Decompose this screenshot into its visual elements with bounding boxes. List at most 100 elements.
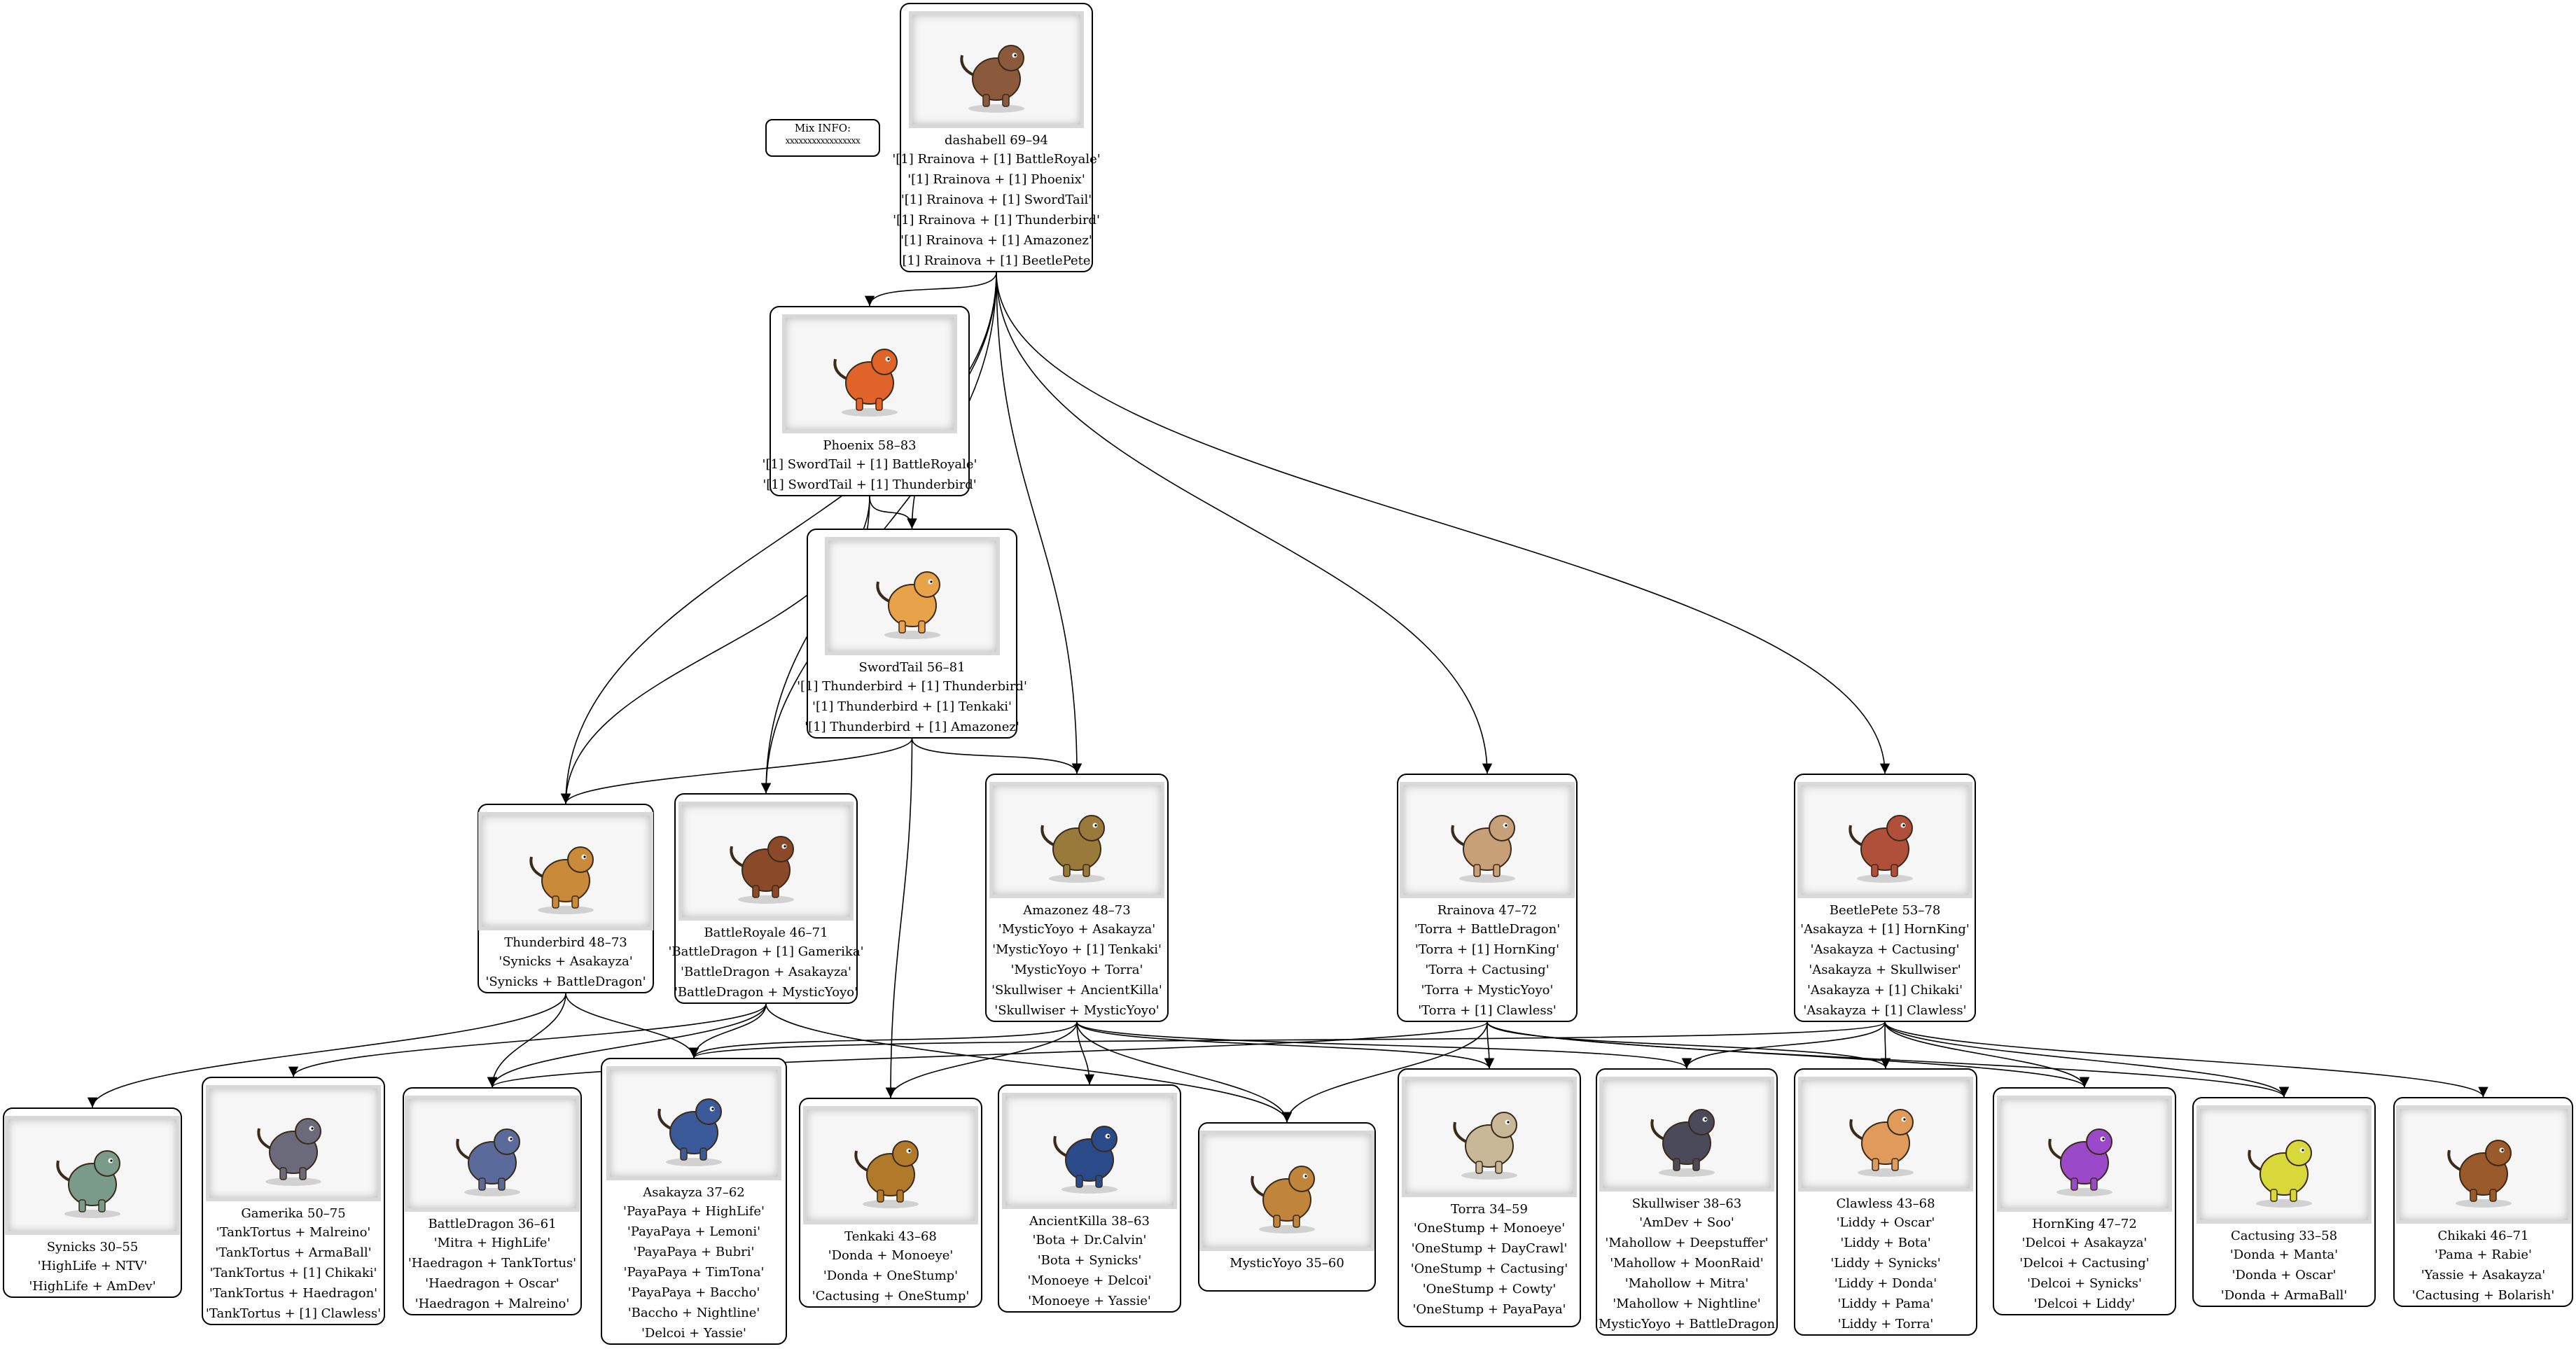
- breed-combo: 'Synicks + Asakayza': [499, 954, 633, 969]
- breed-combo: 'MysticYoyo + Asakayza': [998, 922, 1156, 937]
- breed-combo: 'Baccho + Nightline': [627, 1306, 760, 1320]
- edge-swordtail-to-tenkaki: [885, 738, 913, 1098]
- edge-amazonez-to-skullwiser: [1076, 1021, 1692, 1069]
- node-gamerika[interactable]: Gamerika 50–75'TankTortus + Malreino''Ta…: [202, 1077, 385, 1325]
- breed-combo: 'PayaPaya + HighLife': [623, 1204, 765, 1219]
- breed-combo: 'TankTortus + [1] Clawless': [205, 1306, 382, 1321]
- node-title: Chikaki 46–71: [2437, 1229, 2529, 1243]
- rrainova-monster-icon: [1400, 782, 1575, 898]
- breed-combo: 'TankTortus + Haedragon': [209, 1286, 378, 1301]
- breed-combo: 'Pama + Rabie': [2435, 1247, 2532, 1262]
- breed-combo: '[1] Thunderbird + [1] Amazonez': [805, 720, 1019, 734]
- breed-combo: 'Bota + Dr.Calvin': [1032, 1233, 1147, 1247]
- breed-combo: 'Torra + [1] Clawless': [1418, 1003, 1557, 1018]
- breed-combo: 'Monoeye + Delcoi': [1027, 1273, 1152, 1288]
- breed-combo: '[1] Rrainova + [1] Phoenix': [907, 172, 1085, 187]
- node-title: SwordTail 56–81: [858, 660, 966, 675]
- node-clawless[interactable]: Clawless 43–68'Liddy + Oscar''Liddy + Bo…: [1794, 1068, 1977, 1336]
- node-rrainova[interactable]: Rrainova 47–72 'Torra + BattleDragon' 'Tor…: [1397, 774, 1578, 1022]
- node-ancientkilla[interactable]: AncientKilla 38–63'Bota + Dr.Calvin''Bot…: [998, 1084, 1181, 1313]
- node-mysticyoyo[interactable]: MysticYoyo 35–60: [1198, 1122, 1376, 1292]
- node-thunderbird[interactable]: Thunderbird 48–73'Synicks + Asakayza''Sy…: [478, 804, 654, 993]
- breed-combo: '[1] Rrainova + [1] SwordTail': [900, 193, 1092, 207]
- node-title: BattleDragon 36–61: [428, 1217, 557, 1231]
- node-battledragon[interactable]: BattleDragon 36–61 'Mitra + HighLife' 'Hae…: [403, 1087, 582, 1315]
- breed-combo: 'Monoeye + Yassie': [1028, 1294, 1151, 1308]
- breed-combo: 'Donda + ArmaBall': [2220, 1288, 2348, 1303]
- node-title: Synicks 30–55: [46, 1240, 139, 1254]
- breed-combo: 'Delcoi + Yassie': [641, 1326, 747, 1341]
- node-amazonez[interactable]: Amazonez 48–73'MysticYoyo + Asakayza''My…: [985, 774, 1169, 1022]
- node-title: Clawless 43–68: [1836, 1196, 1935, 1211]
- node-phoenix[interactable]: Phoenix 58–83'[1] SwordTail + [1] Battle…: [763, 306, 977, 496]
- node-title: Rrainova 47–72: [1437, 903, 1538, 918]
- breed-combo: 'Torra + BattleDragon': [1414, 922, 1561, 937]
- mix-info-value: xxxxxxxxxxxxxxxxx: [785, 136, 861, 146]
- breed-combo: 'Delcoi + Liddy': [2033, 1296, 2136, 1311]
- breed-combo: 'HighLife + NTV': [37, 1259, 148, 1273]
- breed-combo: 'Donda + Manta': [2229, 1247, 2339, 1262]
- breed-combo: 'MysticYoyo + BattleDragon': [1594, 1317, 1779, 1331]
- breed-combo: '[1] Rrainova + [1] BattleRoyale': [892, 152, 1101, 167]
- breed-combo: '[1] Rrainova + [1] BeetlePete': [898, 253, 1094, 268]
- asakayza-monster-icon: [606, 1066, 781, 1180]
- mysticyoyo-monster-icon: [1199, 1131, 1374, 1251]
- node-asakayza[interactable]: Asakayza 37–62 'PayaPaya + HighLife' 'Paya…: [601, 1058, 787, 1345]
- edge-thunderbird-to-asakayza: [565, 993, 699, 1058]
- breed-combo: 'Delcoi + Asakayza': [2021, 1236, 2147, 1250]
- edge-battleroyale-to-asakayza: [688, 1003, 767, 1058]
- breed-combo: 'BattleDragon + MysticYoyo': [674, 985, 858, 1000]
- breed-combo: 'TankTortus + ArmaBall': [215, 1245, 372, 1260]
- node-title: BeetlePete 53–78: [1829, 903, 1941, 918]
- battleroyale-monster-icon: [678, 802, 854, 921]
- mix-info-label: Mix INFO:: [794, 122, 851, 134]
- breed-combo: 'HighLife + AmDev': [29, 1279, 156, 1294]
- breed-combo: 'Delcoi + Cactusing': [2019, 1256, 2150, 1271]
- breed-combo: 'Asakayza + [1] Chikaki': [1806, 983, 1963, 998]
- node-title: Cactusing 33–58: [2230, 1229, 2338, 1243]
- breed-combo: 'Torra + MysticYoyo': [1421, 983, 1554, 998]
- breed-combo: 'PayaPaya + Lemoni': [627, 1224, 761, 1239]
- edge-swordtail-to-amazonez: [911, 738, 1082, 774]
- edge-rrainova-to-clawless: [1487, 1021, 1891, 1069]
- breed-combo: '[1] SwordTail + [1] Thunderbird': [763, 477, 977, 492]
- edge-beetlepete-to-clawless: [1880, 1021, 1891, 1069]
- node-synicks[interactable]: Synicks 30–55 'HighLife + NTV' 'HighLife +…: [3, 1107, 182, 1298]
- breed-combo: 'Mitra + HighLife': [433, 1236, 551, 1250]
- edge-thunderbird-to-battledragon: [487, 993, 566, 1088]
- breed-combo: 'Liddy + Oscar': [1836, 1215, 1935, 1230]
- node-swordtail[interactable]: SwordTail 56–81'[1] Thunderbird + [1] Th…: [797, 529, 1027, 739]
- breed-combo: '[1] SwordTail + [1] BattleRoyale': [762, 457, 977, 472]
- node-title: MysticYoyo 35–60: [1230, 1256, 1344, 1271]
- edge-amazonez-to-ancientkilla: [1076, 1021, 1095, 1085]
- breed-combo: 'Donda + Monoeye': [828, 1248, 954, 1263]
- breed-combo: 'Liddy + Donda': [1834, 1276, 1937, 1291]
- node-chikaki[interactable]: Chikaki 46–71'Pama + Rabie''Yassie + Asa…: [2393, 1097, 2573, 1307]
- edge-beetlepete-to-asakayza: [689, 1021, 1886, 1058]
- node-title: Amazonez 48–73: [1023, 903, 1131, 918]
- edge-rrainova-to-torra: [1484, 1021, 1495, 1069]
- breed-combo: 'Haedragon + Oscar': [425, 1276, 559, 1291]
- breed-combo: 'Delcoi + Synicks': [2026, 1276, 2142, 1291]
- node-cactusing[interactable]: Cactusing 33–58'Donda + Manta''Donda + O…: [2192, 1097, 2376, 1307]
- breed-combo: 'Asakayza + Cactusing': [1810, 942, 1960, 957]
- breed-combo: 'Haedragon + Malreino': [415, 1296, 570, 1311]
- node-beetlepete[interactable]: BeetlePete 53–78'Asakayza + [1] HornKing…: [1794, 774, 1976, 1022]
- breed-combo: 'Torra + [1] HornKing': [1414, 942, 1560, 957]
- node-title: dashabell 69–94: [944, 133, 1049, 148]
- torra-monster-icon: [1402, 1077, 1577, 1197]
- node-skullwiser[interactable]: Skullwiser 38–63'AmDev + Soo''Mahollow +…: [1594, 1068, 1779, 1336]
- chikaki-monster-icon: [2395, 1105, 2571, 1224]
- node-title: Asakayza 37–62: [643, 1185, 745, 1200]
- breed-combo: 'PayaPaya + Baccho': [627, 1285, 760, 1300]
- dashabell-monster-icon: [909, 11, 1084, 128]
- amazonez-monster-icon: [989, 782, 1164, 898]
- node-dashabell[interactable]: dashabell 69–94 '[1] Rrainova + [1] Battl…: [892, 3, 1101, 272]
- gamerika-monster-icon: [206, 1085, 381, 1201]
- node-torra[interactable]: Torra 34–59'OneStump + Monoeye''OneStump…: [1398, 1068, 1581, 1327]
- breed-combo: '[1] Rrainova + [1] Thunderbird': [893, 213, 1100, 228]
- node-hornking[interactable]: HornKing 47–72'Delcoi + Asakayza''Delcoi…: [1993, 1087, 2176, 1315]
- node-tenkaki[interactable]: Tenkaki 43–68'Donda + Monoeye''Donda + O…: [799, 1098, 982, 1308]
- breed-combo: 'Haedragon + TankTortus': [408, 1256, 577, 1271]
- node-battleroyale[interactable]: BattleRoyale 46–71'BattleDragon + [1] Ga…: [668, 793, 864, 1004]
